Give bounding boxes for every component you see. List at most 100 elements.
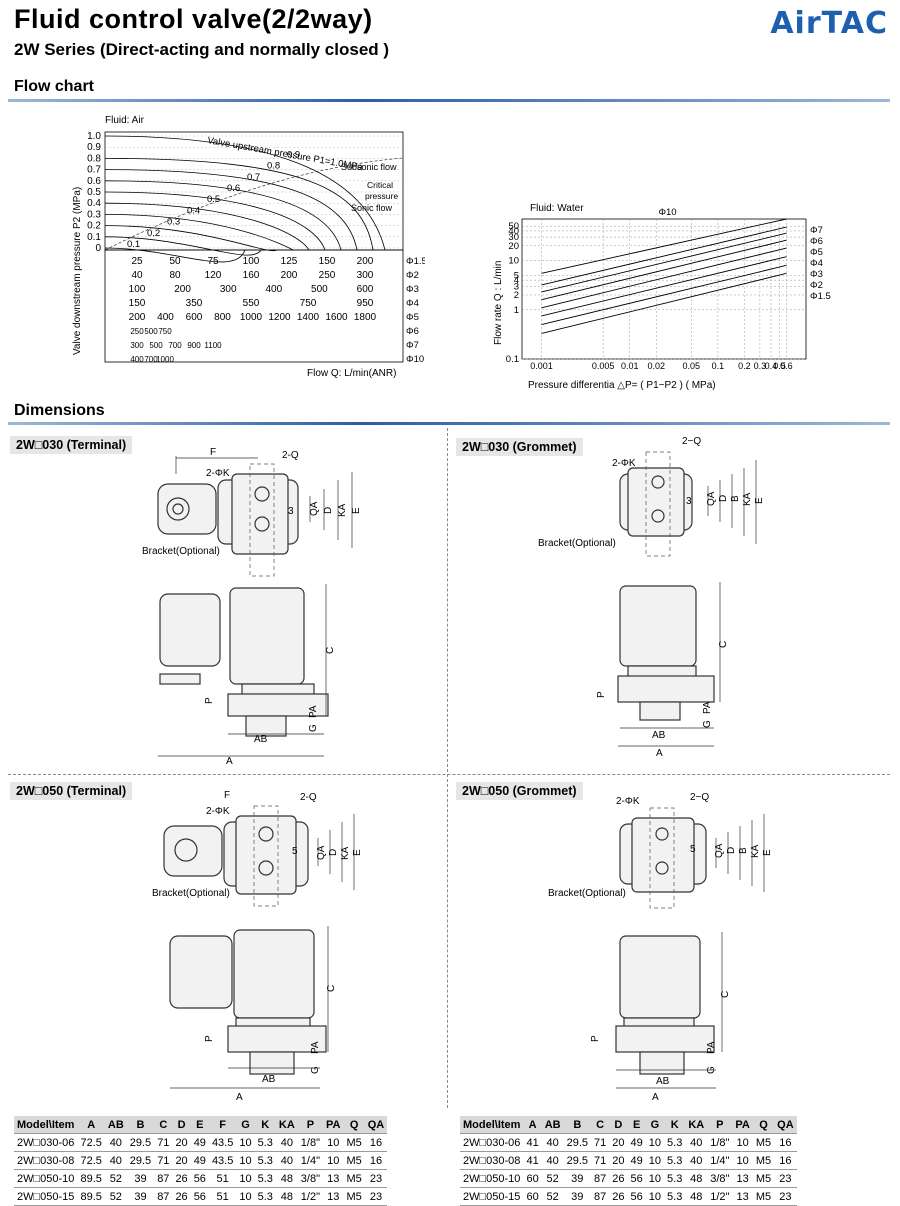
water-y-tick: 2	[514, 290, 519, 301]
table-cell: 52	[541, 1169, 564, 1188]
air-curve	[104, 158, 374, 251]
panel-label-050-grommet: 2W□050 (Grommet)	[456, 782, 583, 800]
table-cell: 39	[563, 1187, 592, 1206]
table-cell: 3/8"	[707, 1169, 733, 1188]
air-scale-value: 350	[186, 298, 203, 309]
subsonic-label: Subsonic flow	[341, 162, 397, 172]
air-scale-value: 50	[169, 256, 181, 267]
water-series-label: Φ6	[810, 236, 823, 247]
port-number: 5	[690, 844, 696, 855]
air-scale-label: Φ10	[406, 354, 424, 365]
water-y-tick: 3	[514, 281, 519, 292]
table-cell: 16	[774, 1151, 797, 1170]
dim-k: 2-ΦK	[616, 796, 640, 807]
dim-g: G	[310, 1066, 321, 1074]
water-x-tick: 0.05	[683, 361, 701, 371]
air-scale-value: 900	[187, 341, 201, 350]
bracket-label: Bracket(Optional)	[142, 546, 220, 557]
table-cell: M5	[343, 1151, 365, 1170]
table-cell: 40	[685, 1151, 708, 1170]
air-scale-value: 300	[357, 270, 374, 281]
air-curve-label: 0.7	[247, 172, 260, 183]
table-cell: 10	[236, 1151, 255, 1170]
air-curve-label: 0.2	[147, 228, 160, 239]
table-cell: 48	[685, 1187, 708, 1206]
table-cell: 71	[591, 1151, 610, 1170]
air-scale-value: 500	[311, 284, 328, 295]
page-subtitle: 2W Series (Direct-acting and normally cl…	[14, 40, 390, 59]
table-cell: 10	[645, 1133, 665, 1152]
air-scale-value: 400	[265, 284, 282, 295]
air-curve-label: 0.6	[227, 183, 240, 194]
table-cell: 26	[172, 1187, 191, 1206]
water-y-tick: 4	[514, 275, 519, 286]
table-header-cell: C	[591, 1116, 610, 1134]
air-y-tick: 0.7	[87, 165, 101, 176]
section-rule-2	[8, 422, 890, 425]
table-cell: 10	[323, 1151, 344, 1170]
drawing-050-terminal: F 2-ΦK 2-Q 5 Bracket(Optional) QA D KA E…	[152, 790, 363, 1103]
panel-label-050-terminal: 2W□050 (Terminal)	[10, 782, 133, 800]
water-x-tick: 0.4	[765, 361, 778, 371]
table-cell: M5	[752, 1133, 775, 1152]
dim-f: F	[210, 447, 216, 458]
table-cell: 5.3	[254, 1151, 276, 1170]
table-cell: 5.3	[254, 1133, 276, 1152]
air-curve-label: 0.1	[127, 239, 140, 250]
air-scale-value: 120	[205, 270, 222, 281]
dim-pa: PA	[706, 1041, 717, 1054]
air-scale-value: 75	[207, 256, 219, 267]
air-scale-value: 150	[319, 256, 336, 267]
air-scale-value: 200	[357, 256, 374, 267]
table-header-cell: B	[126, 1116, 155, 1134]
air-scale-value: 1400	[297, 312, 320, 323]
air-curve-label: 0.4	[187, 205, 200, 216]
dim-c: C	[326, 985, 337, 992]
table-cell: 40	[104, 1151, 127, 1170]
dim-e: E	[351, 507, 362, 514]
table-cell: 26	[609, 1187, 628, 1206]
table-cell: 2W□050-15	[460, 1187, 524, 1206]
table-cell: 10	[732, 1133, 753, 1152]
water-y-tick: 10	[508, 256, 519, 267]
dim-g: G	[702, 720, 713, 728]
table-cell: 41	[523, 1133, 542, 1152]
table-header-cell: D	[609, 1116, 628, 1134]
air-scale-value: 300	[130, 341, 144, 350]
table-cell: 41	[523, 1151, 542, 1170]
dim-a: A	[236, 1092, 243, 1103]
table-cell: 2W□050-10	[460, 1169, 524, 1188]
dim-ka: KA	[742, 492, 753, 506]
table-cell: 10	[645, 1187, 665, 1206]
air-xlabel: Flow Q: L/min(ANR)	[307, 368, 396, 379]
table-cell: 71	[154, 1151, 173, 1170]
table-cell: 43.5	[208, 1151, 237, 1170]
table-cell: 20	[609, 1151, 628, 1170]
water-series-line	[541, 232, 787, 293]
air-scale-label: Φ3	[406, 284, 419, 295]
water-series-label: Φ1.5	[810, 291, 831, 302]
table-cell: 87	[154, 1187, 173, 1206]
table-header-cell: A	[77, 1116, 105, 1134]
table-cell: 89.5	[77, 1187, 105, 1206]
water-y-tick: 20	[508, 241, 519, 252]
table-cell: 29.5	[126, 1133, 155, 1152]
table-cell: 51	[208, 1169, 237, 1188]
critical-label: Critical	[367, 180, 393, 190]
table-cell: 52	[541, 1187, 564, 1206]
dim-q: 2-Q	[282, 450, 299, 461]
air-scale-value: 1000	[156, 355, 174, 364]
brand-logo: AirTAC	[770, 6, 888, 41]
table-cell: 52	[104, 1169, 127, 1188]
dim-a: A	[656, 748, 663, 759]
water-series-label: Φ2	[810, 280, 823, 291]
table-cell: 2W□030-06	[460, 1133, 524, 1152]
table-cell: 40	[275, 1151, 298, 1170]
section-flow-chart: Flow chart	[14, 78, 95, 95]
table-header-cell: G	[236, 1116, 255, 1134]
